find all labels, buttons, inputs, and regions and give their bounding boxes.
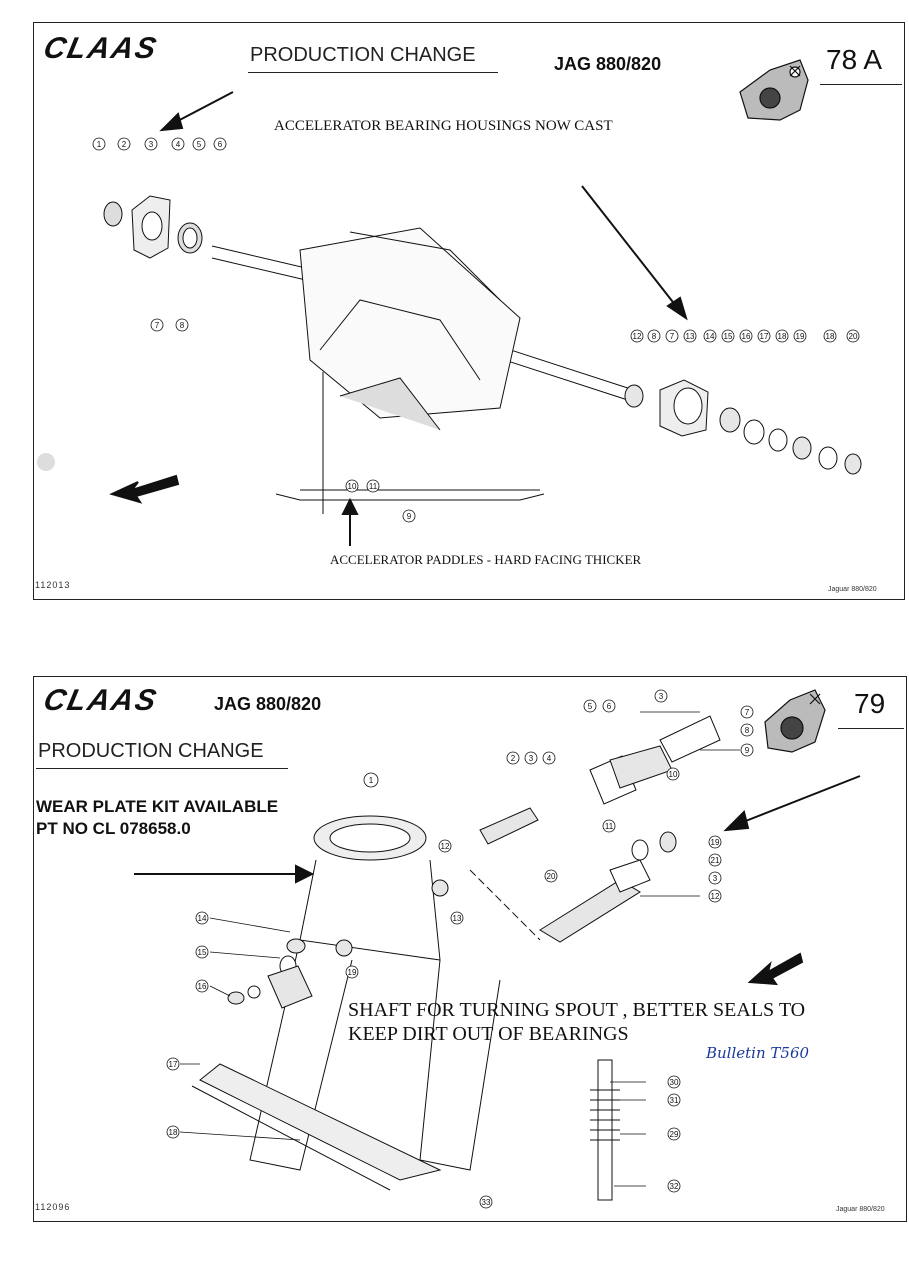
bottom-model: JAG 880/820 xyxy=(214,694,322,714)
bottom-heading-underline xyxy=(36,768,288,769)
wear-plate-note: WEAR PLATE KIT AVAILABLE PT NO CL 078658… xyxy=(36,796,278,840)
top-caption-paddles: ACCELERATOR PADDLES - HARD FACING THICKE… xyxy=(330,552,642,567)
wear-plate-note-line2: PT NO CL 078658.0 xyxy=(36,819,191,838)
bottom-heading: PRODUCTION CHANGE xyxy=(38,740,264,762)
top-page-underline xyxy=(820,84,902,85)
spout-caption-line2: KEEP DIRT OUT OF BEARINGS xyxy=(348,1023,629,1045)
bottom-page-number: 79 xyxy=(854,688,886,719)
bottom-page-underline xyxy=(838,728,904,729)
top-model: JAG 880/820 xyxy=(554,54,662,74)
wear-plate-note-line1: WEAR PLATE KIT AVAILABLE xyxy=(36,797,279,816)
top-brand-logo: CLAAS xyxy=(40,32,161,65)
top-sheet-frame xyxy=(33,22,905,600)
spout-caption: SHAFT FOR TURNING SPOUT , BETTER SEALS T… xyxy=(348,998,805,1046)
spout-caption-line1: SHAFT FOR TURNING SPOUT , BETTER SEALS T… xyxy=(348,999,806,1021)
top-caption-housings: ACCELERATOR BEARING HOUSINGS NOW CAST xyxy=(274,118,613,134)
handwritten-note: Bulletin T560 xyxy=(706,1044,810,1062)
bottom-drawing-code: 112096 xyxy=(35,1202,71,1212)
top-page-number: 78 A xyxy=(826,44,883,75)
bottom-sheet-frame xyxy=(33,676,907,1222)
top-heading-underline xyxy=(248,72,498,73)
top-drawing-code: 112013 xyxy=(35,580,71,590)
top-heading: PRODUCTION CHANGE xyxy=(250,44,476,66)
bottom-brand-logo: CLAAS xyxy=(40,684,161,717)
bottom-footer: Jaguar 880/820 xyxy=(836,1206,885,1213)
top-footer: Jaguar 880/820 xyxy=(828,586,877,593)
